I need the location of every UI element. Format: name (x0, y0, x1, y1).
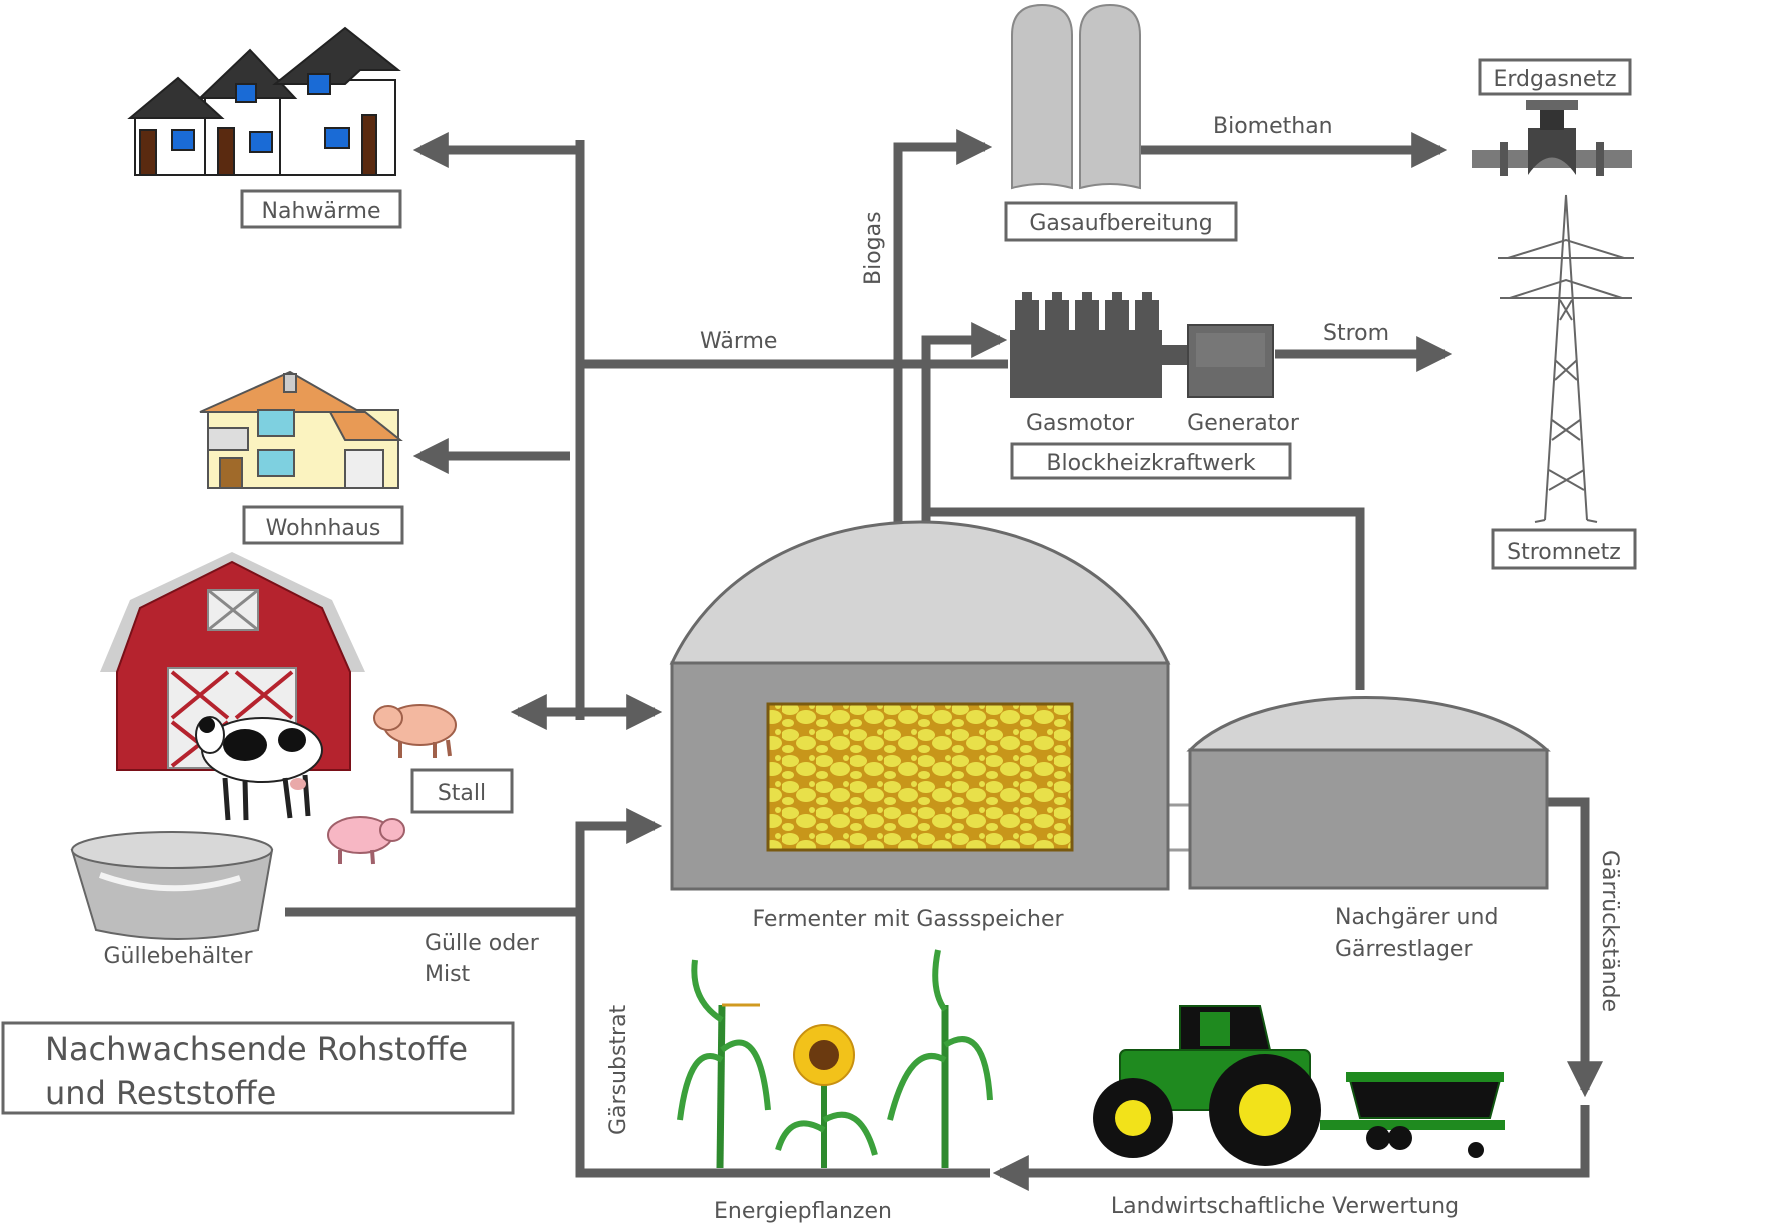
nawaro-label-box (1, 1021, 515, 1115)
biogas-pipe (893, 129, 993, 525)
guelle-label-line1: Gülle oder (425, 931, 540, 956)
power-pylon-icon (1498, 194, 1634, 523)
nachgaerer-gas-pipe (926, 507, 1365, 690)
gas-upgrading-tanks (1011, 3, 1141, 190)
nawaro-label-line2: und Reststoffe (45, 1074, 276, 1112)
gaerrueckstaende-label: Gärrückstände (1597, 850, 1622, 1012)
energy-crops-icon (677, 949, 993, 1169)
nachgaerer-tank (1186, 696, 1551, 890)
tank-connector (1168, 803, 1190, 852)
bhkw-label: Blockheizkraftwerk (1046, 451, 1255, 476)
gas-valve-icon (1472, 100, 1632, 176)
pig-icon (373, 704, 457, 758)
nachgaerer-label-line2: Gärrestlager (1335, 937, 1473, 962)
gasaufbereitung-label: Gasaufbereitung (1029, 211, 1212, 236)
nachgaerer-label-line1: Nachgärer und (1335, 905, 1498, 930)
stall-label: Stall (438, 781, 486, 806)
pig-icon-2 (327, 816, 405, 865)
energiepflanzen-label: Energiepflanzen (714, 1199, 892, 1224)
guellebehaelter-label: Güllebehälter (104, 944, 254, 969)
generator-label: Generator (1187, 411, 1300, 436)
verwertung-arrow (992, 1105, 1590, 1191)
nahwaerme-label-box (240, 189, 402, 229)
strom-label: Strom (1323, 321, 1389, 346)
gasmotor-feed-pipe (921, 322, 1008, 525)
stromnetz-label-box (1491, 528, 1637, 570)
fermenter-substrate (766, 702, 1074, 852)
fermenter-dome (669, 520, 1171, 665)
erdgasnetz-label: Erdgasnetz (1493, 67, 1616, 92)
bhkw-label-box (1010, 442, 1292, 480)
fermenter (669, 520, 1171, 891)
landwirtschaft-label: Landwirtschaftliche Verwertung (1111, 1194, 1459, 1219)
guelle-label-line2: Mist (425, 962, 471, 987)
house-icon (199, 370, 403, 489)
nachgaerer-body (1188, 748, 1549, 890)
nachgaerer-dome (1186, 696, 1551, 752)
wohnhaus-label-box (242, 505, 404, 545)
erdgasnetz-label-box (1478, 58, 1632, 96)
gaersubstrat-arrow (575, 808, 990, 1178)
cow-icon (195, 716, 323, 821)
generator-icon (1187, 324, 1274, 398)
nahwaerme-label: Nahwärme (262, 199, 381, 224)
tractor-icon (1093, 1005, 1505, 1166)
biogas-label: Biogas (861, 211, 886, 285)
gas-engine-icon (1010, 292, 1188, 398)
biomethan-label: Biomethan (1213, 114, 1333, 139)
row-houses-icon (127, 26, 401, 176)
gasaufbereitung-label-box (1004, 201, 1238, 242)
stromnetz-label: Stromnetz (1507, 540, 1621, 565)
slurry-tank-icon (70, 831, 274, 940)
stall-label-box (410, 768, 514, 814)
fermenter-label: Fermenter mit Gassspeicher (752, 907, 1064, 932)
wohnhaus-label: Wohnhaus (266, 516, 381, 541)
nawaro-label-line1: Nachwachsende Rohstoffe (45, 1030, 468, 1068)
gasmotor-label: Gasmotor (1026, 411, 1135, 436)
gaersubstrat-label: Gärsubstrat (606, 1004, 631, 1135)
waerme-label: Wärme (700, 329, 777, 354)
